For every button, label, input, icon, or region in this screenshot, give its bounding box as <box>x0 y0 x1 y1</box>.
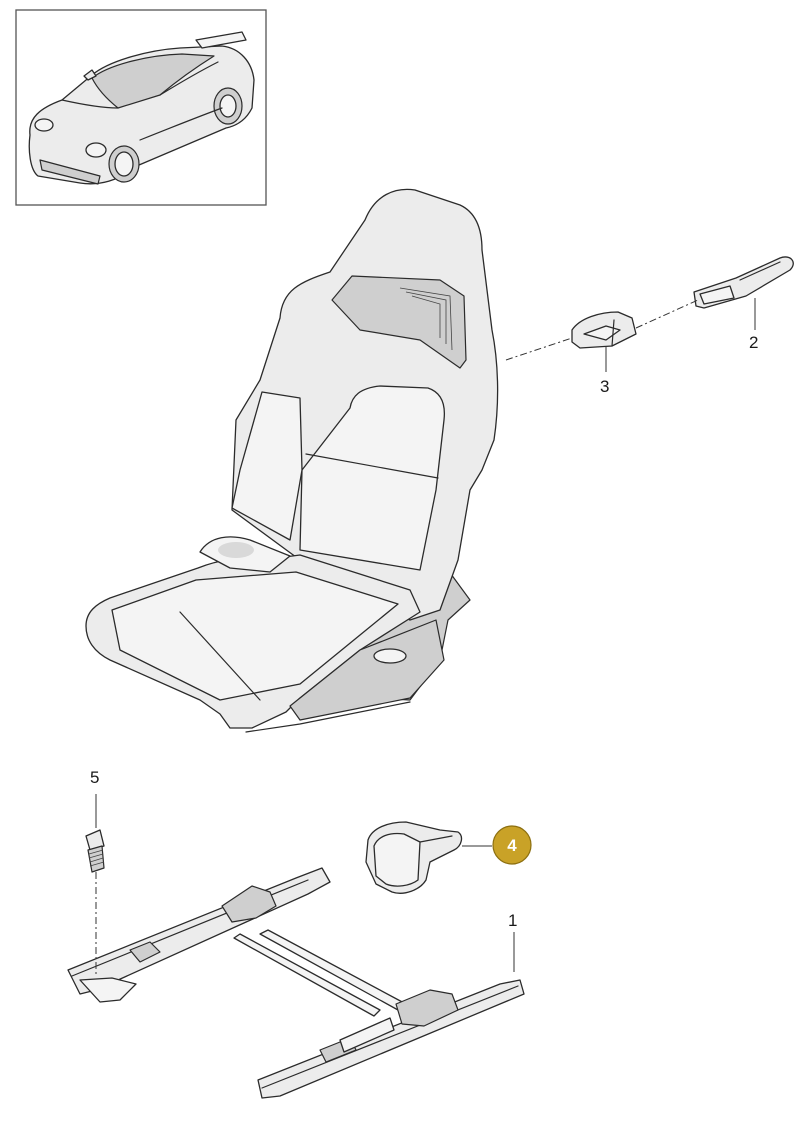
car-icon <box>28 31 255 185</box>
trim-cover-part <box>365 821 463 894</box>
callout-1[interactable]: 1 <box>508 911 517 930</box>
seat-rail-frame-part <box>67 867 525 1099</box>
callout-4[interactable]: 4 <box>507 836 517 855</box>
callout-3[interactable]: 3 <box>600 377 609 396</box>
vehicle-thumbnail <box>15 9 267 206</box>
cap-part <box>571 311 637 349</box>
bolt-part <box>85 829 105 873</box>
leader-lines <box>95 298 756 974</box>
sports-seat-illustration <box>85 188 499 733</box>
callout-4-badge[interactable]: 4 <box>492 825 532 865</box>
strap-part <box>693 256 794 309</box>
callout-5[interactable]: 5 <box>90 768 99 787</box>
callout-2[interactable]: 2 <box>749 333 758 352</box>
